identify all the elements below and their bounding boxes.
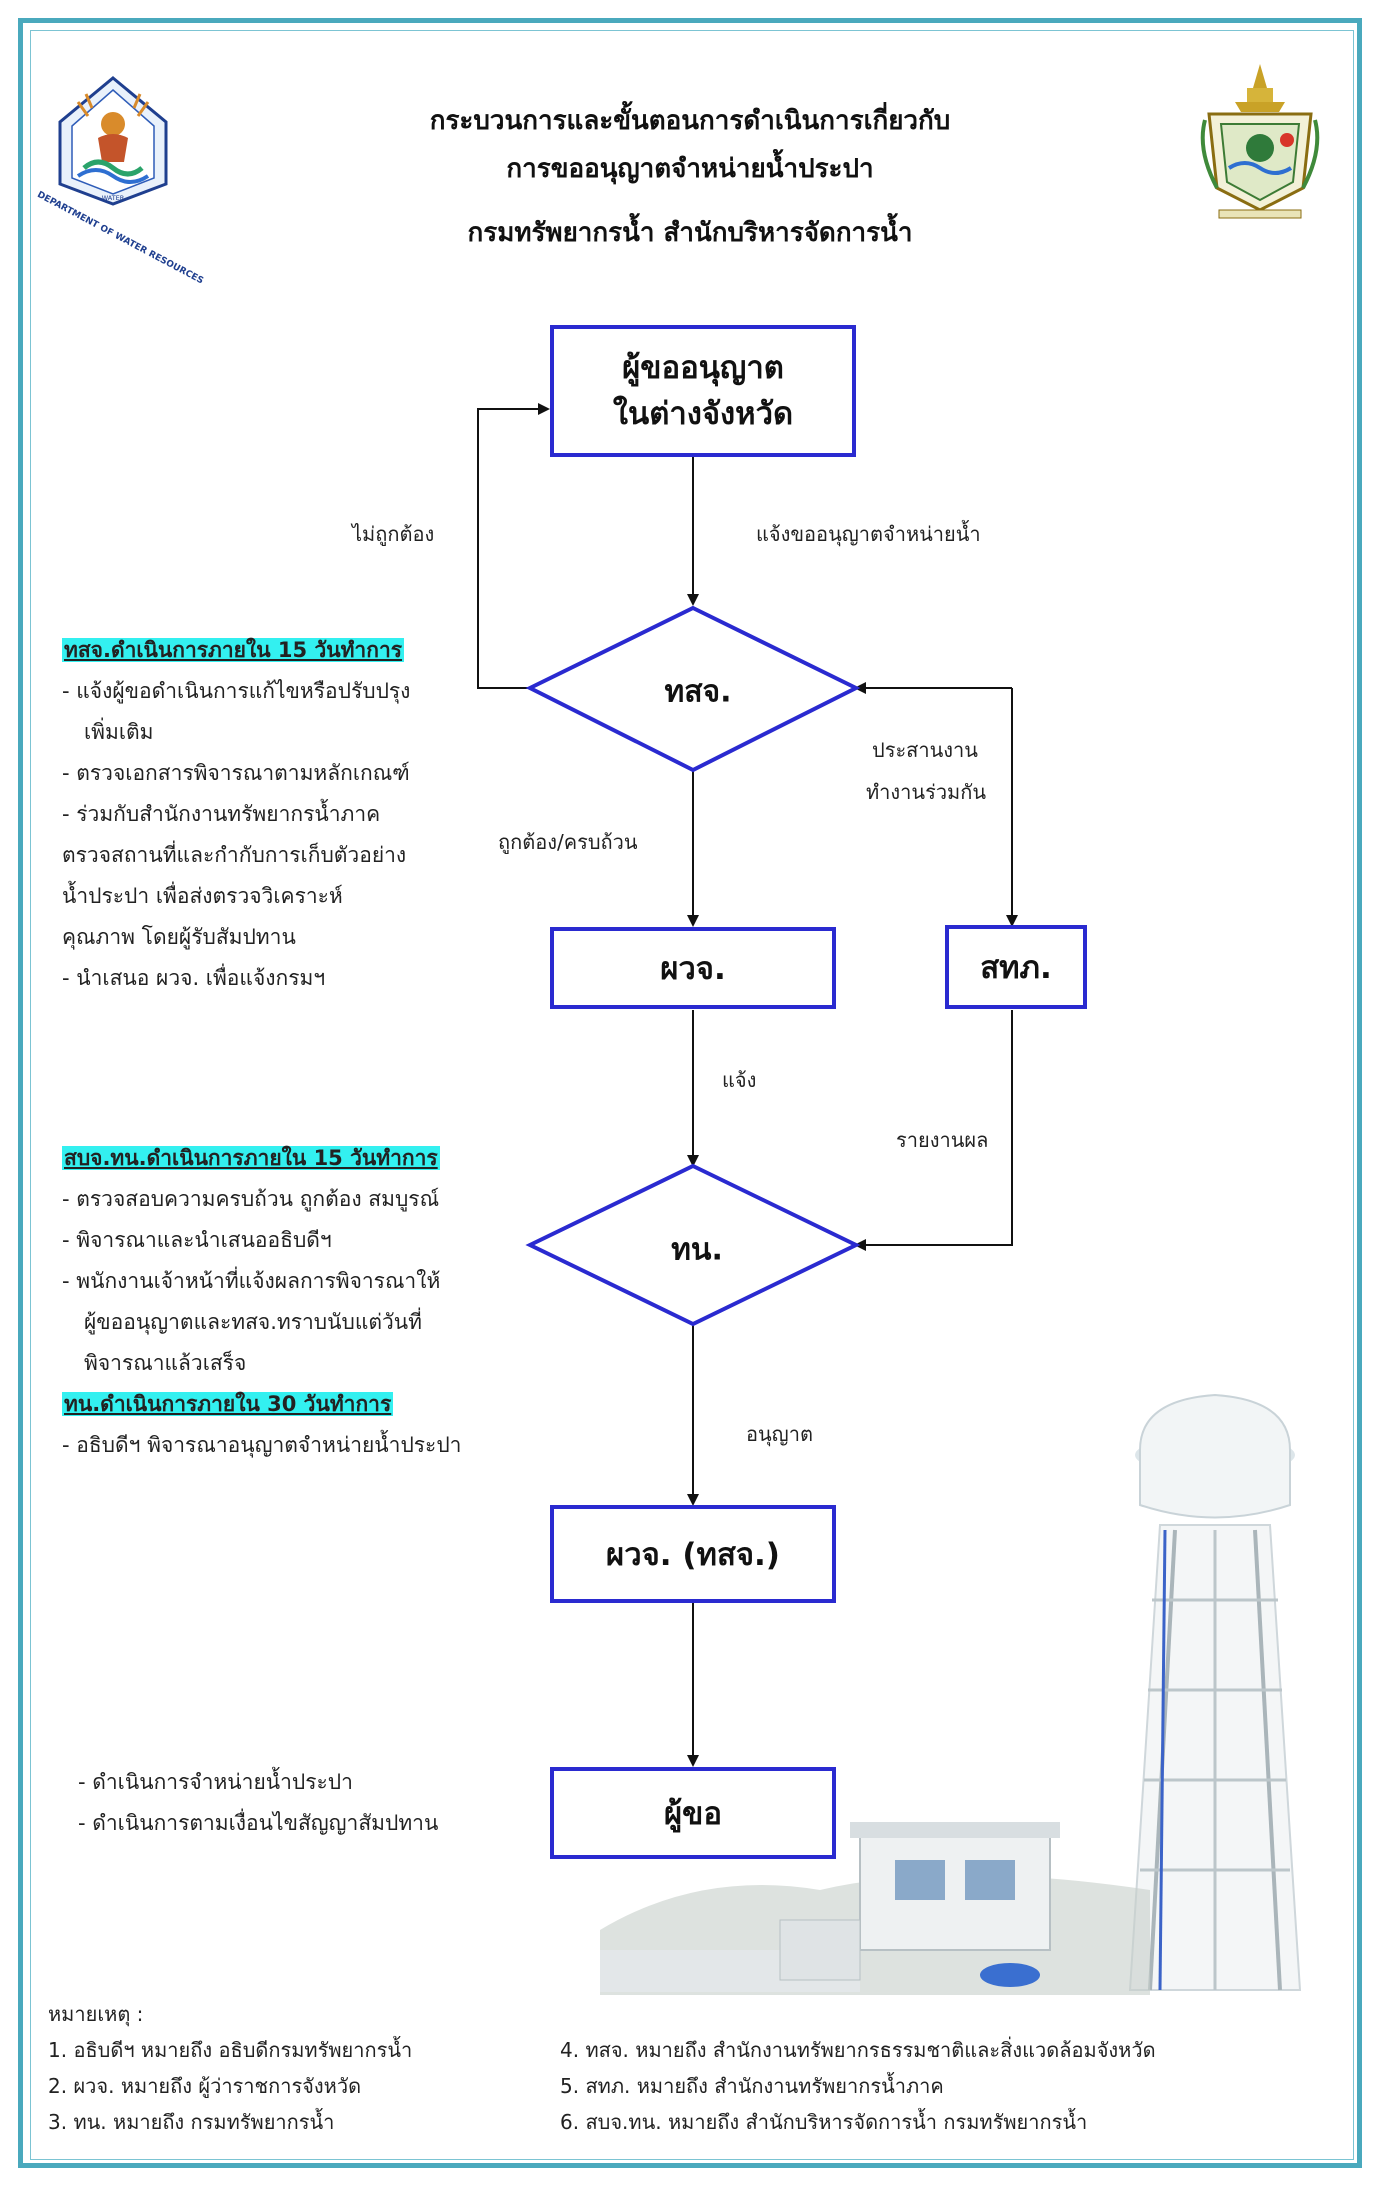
edge-label-correct-complete: ถูกต้อง/ครบถ้วน: [498, 830, 638, 854]
page-title-line2: การขออนุญาตจำหน่ายน้ำประปา: [506, 154, 874, 184]
edge-label-notify-request: แจ้งขออนุญาตจำหน่ายน้ำ: [756, 522, 981, 546]
page-title-line1: กระบวนการและขั้นตอนการดำเนินการเกี่ยวกับ: [429, 106, 951, 136]
notes-tsj-line: คุณภาพ โดยผู้รับสัมปทาน: [62, 925, 296, 949]
edge-label-not-correct: ไม่ถูกต้อง: [352, 522, 435, 546]
pwj-box: ผวจ.: [550, 927, 836, 1009]
requester-label: ผู้ขอ: [664, 1796, 722, 1832]
edge-label-coordinate-1: ประสานงาน: [872, 738, 978, 762]
sthp-box: สทภ.: [945, 925, 1087, 1009]
tsj-label: ทสจ.: [664, 674, 732, 710]
notes-final-line: - ดำเนินการตามเงื่อนไขสัญญาสัมปทาน: [78, 1811, 439, 1835]
notes-tn-line: ผู้ขออนุญาตและทสจ.ทราบนับแต่วันที่: [84, 1310, 422, 1334]
page-frame-inner: [30, 30, 1354, 2160]
sthp-label: สทภ.: [980, 950, 1052, 986]
page-frame: [18, 18, 1362, 2168]
notes-tsj-line: - ตรวจเอกสารพิจารณาตามหลักเกณฑ์: [62, 761, 410, 785]
notes-final-line: - ดำเนินการจำหน่ายน้ำประปา: [78, 1770, 353, 1794]
page-title-line3: กรมทรัพยากรน้ำ สำนักบริหารจัดการน้ำ: [467, 218, 913, 248]
notes-final: - ดำเนินการจำหน่ายน้ำประปา - ดำเนินการตา…: [78, 1762, 438, 1844]
notes-tsj: ทสจ.ดำเนินการภายใน 15 วันทำการ - แจ้งผู้…: [62, 630, 410, 999]
legend-item: 3. ทน. หมายถึง กรมทรัพยากรน้ำ: [48, 2110, 335, 2134]
water-tower-photo: [600, 1393, 1302, 1995]
notes-tsj-line: เพิ่มเติม: [84, 720, 154, 744]
notes-tsj-heading: ทสจ.ดำเนินการภายใน 15 วันทำการ: [62, 638, 405, 662]
legend-item: 5. สทภ. หมายถึง สำนักงานทรัพยากรน้ำภาค: [560, 2074, 944, 2098]
notes-tn-line: - ตรวจสอบความครบถ้วน ถูกต้อง สมบูรณ์: [62, 1187, 440, 1211]
pwj-label: ผวจ.: [660, 951, 726, 987]
notes-tsj-line: ตรวจสถานที่และกำกับการเก็บตัวอย่าง: [62, 843, 407, 867]
legend-item: 4. ทสจ. หมายถึง สำนักงานทรัพยากรธรรมชาติ…: [560, 2038, 1156, 2062]
arrow-tsj-to-applicant: [477, 403, 550, 689]
edge-label-report: รายงานผล: [896, 1128, 989, 1152]
notes-tsj-line: - ร่วมกับสำนักงานทรัพยากรน้ำภาค: [62, 802, 381, 826]
arrow-sthp-to-tn: [854, 1010, 1013, 1251]
notes-tn-heading2: ทน.ดำเนินการภายใน 30 วันทำการ: [62, 1392, 394, 1416]
notes-tn: สบจ.ทน.ดำเนินการภายใน 15 วันทำการ - ตรวจ…: [62, 1138, 461, 1466]
tsj-diamond: [525, 605, 861, 773]
legend-item: 1. อธิบดีฯ หมายถึง อธิบดีกรมทรัพยากรน้ำ: [48, 2038, 413, 2062]
notes-tn-line: พิจารณาแล้วเสร็จ: [84, 1351, 247, 1375]
edge-label-permit: อนุญาต: [746, 1422, 813, 1446]
tn-label: ทน.: [671, 1232, 723, 1268]
legend-heading: หมายเหตุ :: [48, 2002, 144, 2026]
applicant-line2: ในต่างจังหวัด: [612, 396, 794, 432]
legend-right: 4. ทสจ. หมายถึง สำนักงานทรัพยากรธรรมชาติ…: [560, 2032, 1156, 2140]
pwj-tsj-box: ผวจ. (ทสจ.): [550, 1505, 836, 1603]
notes-tn-heading: สบจ.ทน.ดำเนินการภายใน 15 วันทำการ: [62, 1146, 440, 1170]
applicant-line1: ผู้ขออนุญาต: [622, 350, 784, 386]
legend-item: 6. สบจ.ทน. หมายถึง สำนักบริหารจัดการน้ำ …: [560, 2110, 1088, 2134]
tn-diamond: [525, 1163, 861, 1327]
edge-label-notify: แจ้ง: [722, 1068, 757, 1092]
edge-label-coordinate-2: ทำงานร่วมกัน: [866, 780, 987, 804]
emblem-logo: [1200, 64, 1320, 219]
requester-box: ผู้ขอ: [550, 1767, 836, 1859]
notes-tsj-line: - นำเสนอ ผวจ. เพื่อแจ้งกรมฯ: [62, 966, 326, 990]
legend-item: 2. ผวจ. หมายถึง ผู้ว่าราชการจังหวัด: [48, 2074, 362, 2098]
svg-text:WATER: WATER: [102, 194, 125, 202]
applicant-box: ผู้ขออนุญาต ในต่างจังหวัด: [550, 325, 856, 457]
pwj-tsj-label: ผวจ. (ทสจ.): [606, 1537, 780, 1573]
notes-tn-line: - อธิบดีฯ พิจารณาอนุญาตจำหน่ายน้ำประปา: [62, 1433, 462, 1457]
legend-left: 1. อธิบดีฯ หมายถึง อธิบดีกรมทรัพยากรน้ำ …: [48, 2032, 412, 2140]
notes-tsj-line: น้ำประปา เพื่อส่งตรวจวิเคราะห์: [62, 884, 343, 908]
notes-tsj-line: - แจ้งผู้ขอดำเนินการแก้ไขหรือปรับปรุง: [62, 679, 411, 703]
dwr-logo: WATER: [58, 76, 168, 206]
notes-tn-line: - พิจารณาและนำเสนออธิบดีฯ: [62, 1228, 332, 1252]
notes-tn-line: - พนักงานเจ้าหน้าที่แจ้งผลการพิจารณาให้: [62, 1269, 441, 1293]
